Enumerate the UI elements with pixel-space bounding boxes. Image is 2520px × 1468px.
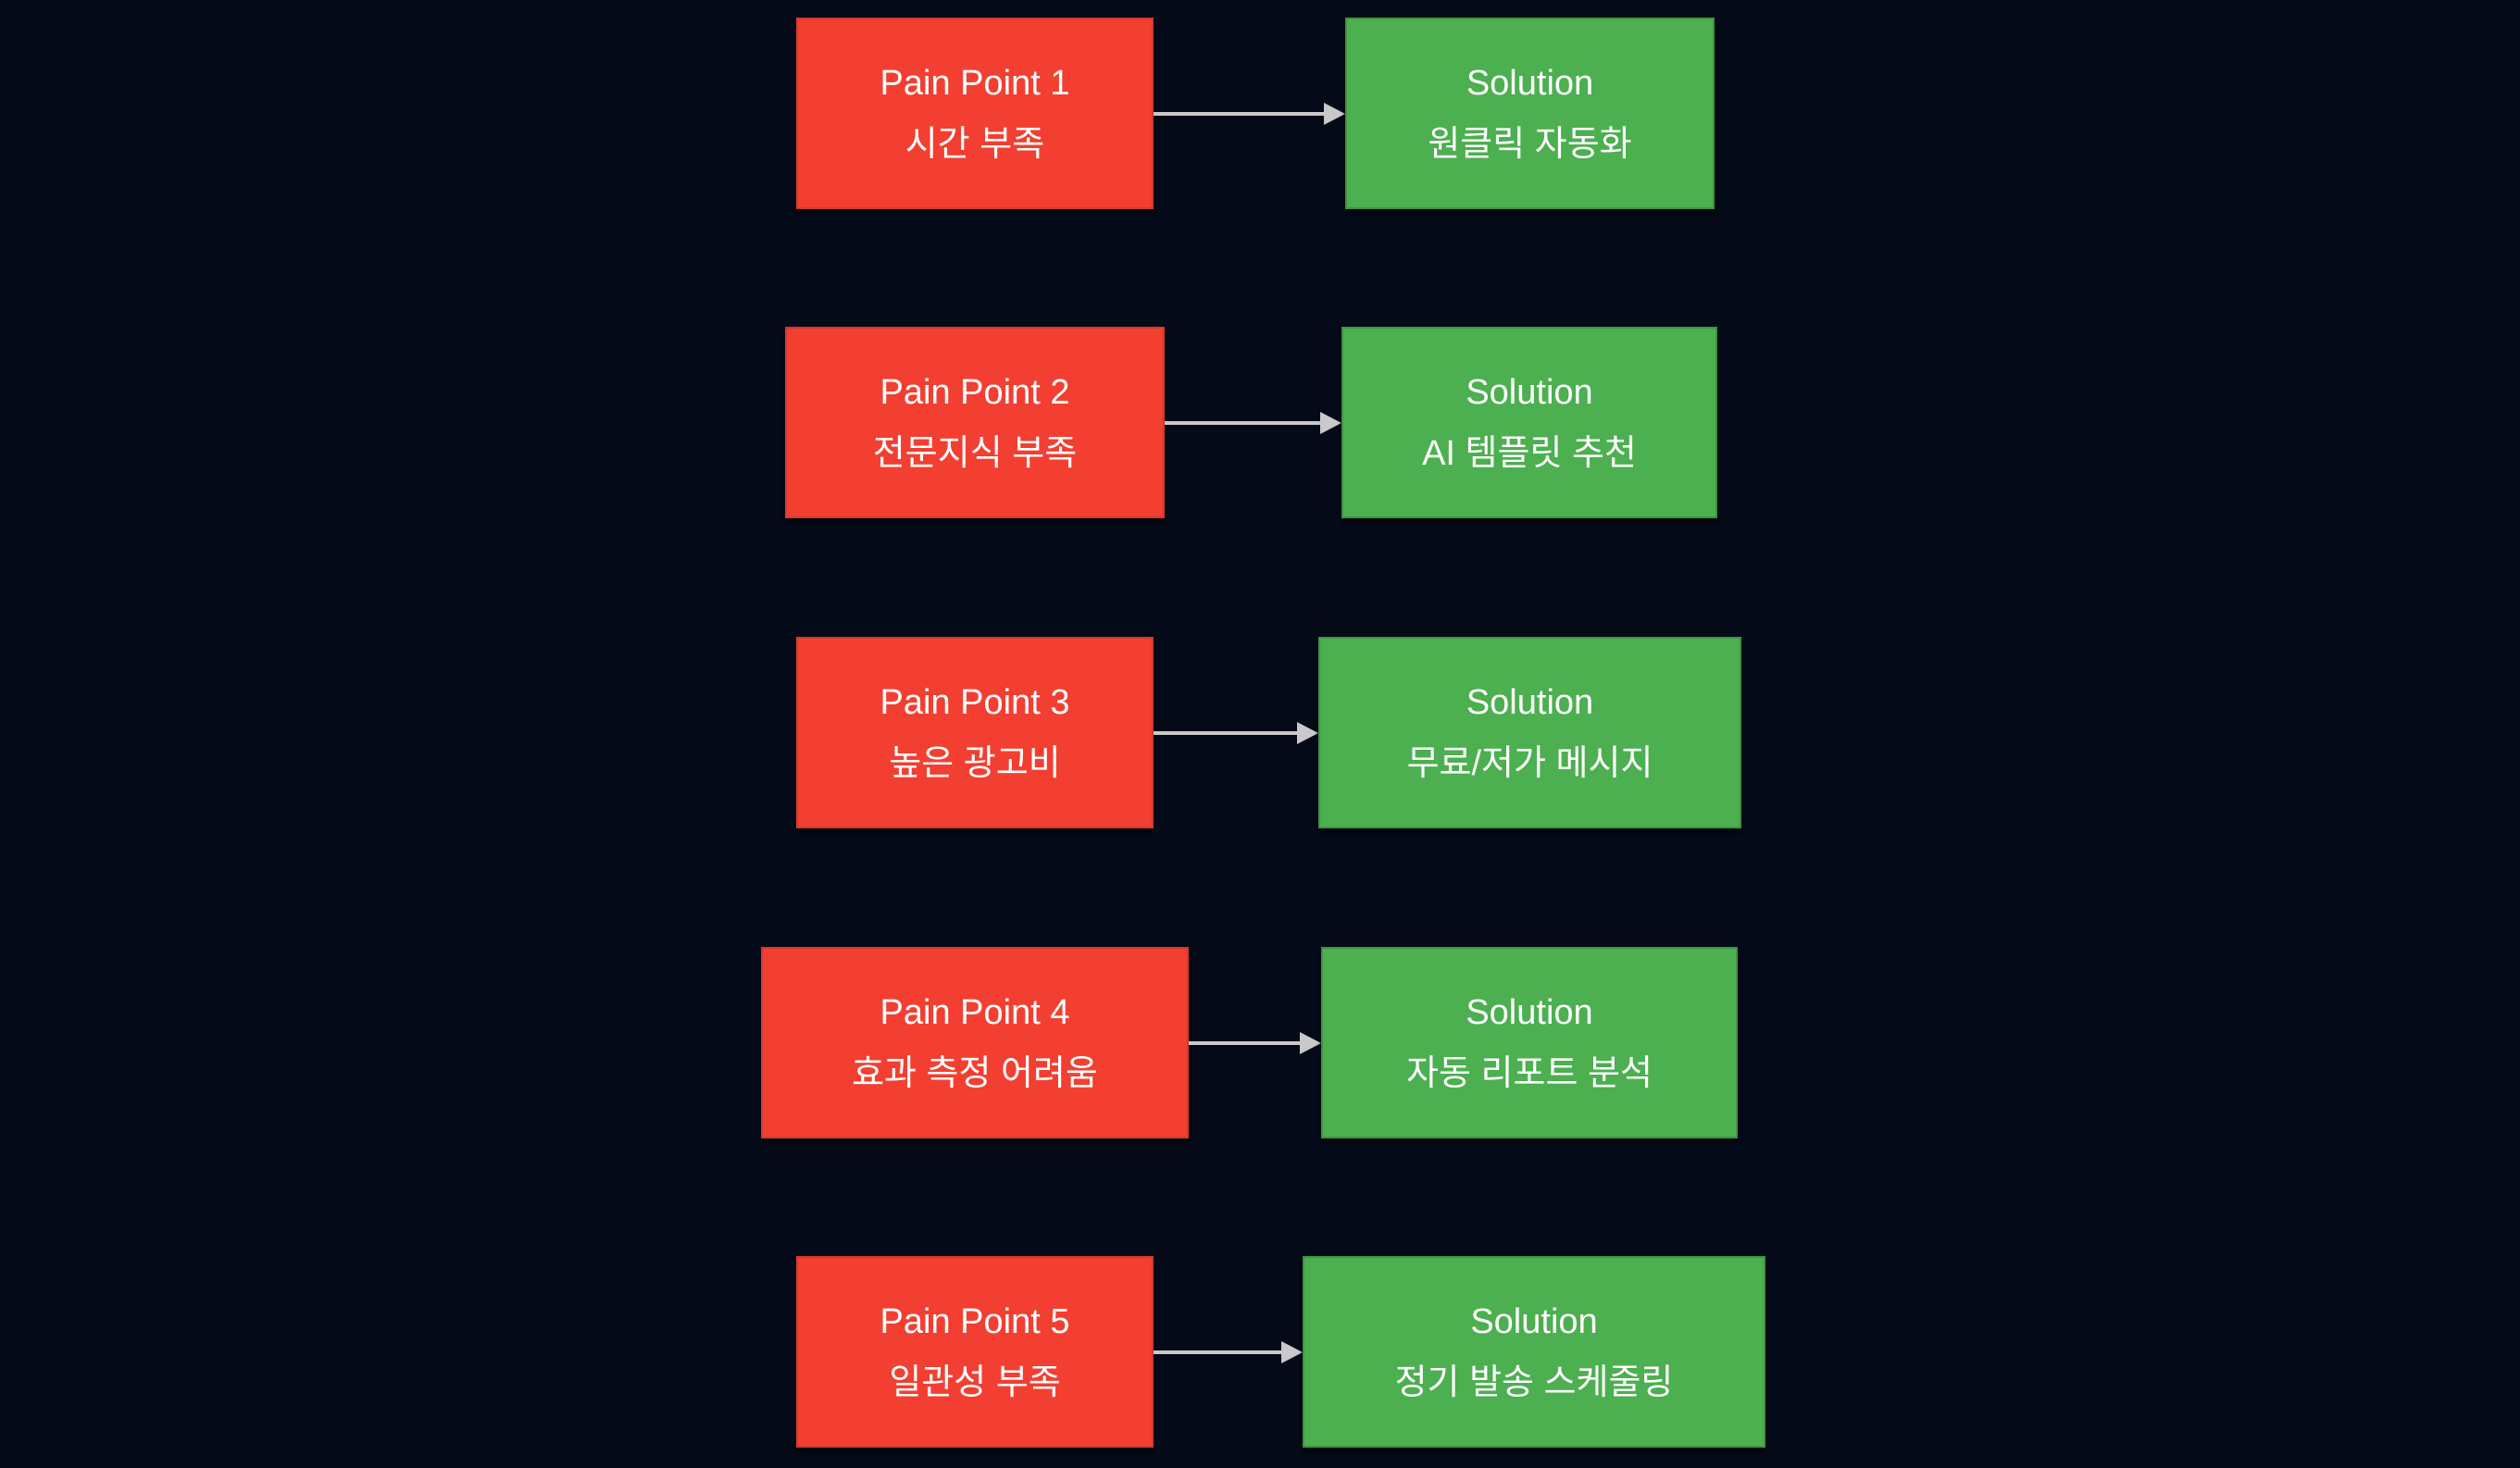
pain-point-title: Pain Point 2 [880,372,1070,412]
pain-point-1-box: Pain Point 1 시간 부족 [796,18,1154,209]
arrow-connector [1154,1341,1303,1363]
solution-title: Solution [1466,992,1593,1032]
pain-point-subtitle: 시간 부족 [904,124,1045,164]
pain-point-subtitle: 높은 광고비 [889,743,1061,783]
solution-1-box: Solution 원클릭 자동화 [1345,18,1715,209]
pain-point-3-box: Pain Point 3 높은 광고비 [796,637,1154,828]
pain-point-title: Pain Point 1 [880,63,1070,103]
solution-title: Solution [1470,1301,1598,1341]
solution-subtitle: AI 템플릿 추천 [1422,433,1637,473]
arrowhead-icon [1297,722,1318,744]
pain-point-5-box: Pain Point 5 일관성 부족 [796,1256,1154,1448]
arrowhead-icon [1300,1032,1321,1054]
arrow-line [1189,1041,1300,1045]
solution-title: Solution [1466,682,1594,722]
arrowhead-icon [1281,1341,1303,1363]
arrow-connector [1154,103,1345,125]
solution-title: Solution [1466,63,1594,103]
arrow-connector [1165,412,1341,434]
arrow-line [1154,1350,1281,1354]
solution-4-box: Solution 자동 리포트 분석 [1321,947,1738,1138]
solution-subtitle: 무료/저가 메시지 [1406,743,1653,783]
solution-subtitle: 정기 발송 스케줄링 [1394,1362,1674,1402]
pain-point-subtitle: 효과 측정 어려움 [852,1053,1098,1093]
arrow-line [1165,421,1320,425]
solution-subtitle: 원클릭 자동화 [1428,124,1632,164]
solution-title: Solution [1466,372,1593,412]
pain-point-title: Pain Point 4 [880,992,1070,1032]
pain-point-title: Pain Point 5 [880,1301,1070,1341]
arrow-line [1154,112,1324,116]
pain-point-2-box: Pain Point 2 전문지식 부족 [785,327,1165,518]
pain-point-4-box: Pain Point 4 효과 측정 어려움 [761,947,1189,1138]
arrow-connector [1154,722,1318,744]
pain-point-subtitle: 전문지식 부족 [872,433,1078,473]
solution-5-box: Solution 정기 발송 스케줄링 [1303,1256,1765,1448]
arrow-connector [1189,1032,1321,1054]
solution-3-box: Solution 무료/저가 메시지 [1318,637,1741,828]
pain-point-subtitle: 일관성 부족 [889,1362,1061,1402]
arrowhead-icon [1320,412,1341,434]
arrowhead-icon [1324,103,1345,125]
solution-subtitle: 자동 리포트 분석 [1406,1053,1653,1093]
solution-2-box: Solution AI 템플릿 추천 [1341,327,1717,518]
pain-point-title: Pain Point 3 [880,682,1070,722]
arrow-line [1154,731,1297,735]
